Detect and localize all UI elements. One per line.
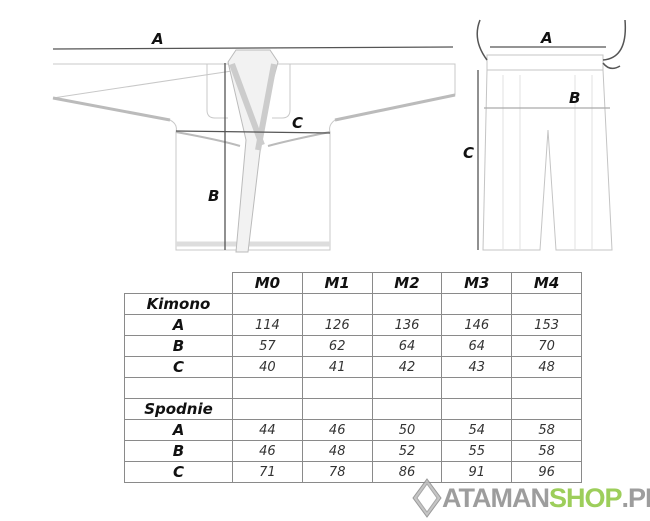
pants-label-c: C [463,144,475,162]
row-label: C [124,461,233,483]
pants-label-b: B [569,89,581,107]
table-cell: 42 [371,356,443,378]
table-cell: 46 [232,440,303,462]
row-label: B [124,335,233,357]
kimono-label-b: B [208,187,220,205]
section-title: Spodnie [124,398,233,420]
pants-label-a: A [541,29,553,47]
pants-measure-lines [477,46,610,250]
section-row: Kimono [124,293,582,315]
table-cell: 48 [511,356,582,378]
table-cell: 40 [232,356,303,378]
row-label: A [124,419,233,441]
table-cell: 146 [441,314,513,336]
section-row: Spodnie [124,398,582,420]
section-title: Kimono [124,293,233,315]
kimono-label-a: A [152,30,164,48]
table-cell: 58 [511,440,582,462]
logo-emblem-icon [412,478,442,518]
col-header: M4 [511,272,582,294]
table-cell: 64 [371,335,443,357]
table-cell: 46 [301,419,373,441]
table-cell: 136 [371,314,443,336]
table-cell: 43 [441,356,513,378]
spacer-row [124,377,582,399]
table-cell: 44 [232,419,303,441]
table-cell: 64 [441,335,513,357]
row-label: A [124,314,233,336]
col-header: M3 [441,272,513,294]
table-cell: 55 [441,440,513,462]
table-cell: 114 [232,314,303,336]
col-header: M2 [371,272,443,294]
table-cell: 50 [371,419,443,441]
table-cell: 41 [301,356,373,378]
table-cell: 71 [232,461,303,483]
table-cell: 62 [301,335,373,357]
table-cell: 48 [301,440,373,462]
table-cell: 52 [371,440,443,462]
pants-drawing [476,19,627,251]
row-label: C [124,356,233,378]
row-label: B [124,440,233,462]
kimono-pants-diagram [52,19,627,253]
table-cell: 70 [511,335,582,357]
kimono-drawing [52,49,456,253]
table-cell: 153 [511,314,582,336]
table-header-row: M0 M1 M2 M3 M4 [124,272,582,294]
kimono-c-line [175,130,331,134]
kimono-label-c: C [292,114,304,132]
col-header: M0 [232,272,303,294]
kimono-a-line [52,46,454,50]
col-header: M1 [301,272,373,294]
kimono-measure-lines [52,46,454,250]
table-cell: 126 [301,314,373,336]
table-cell: 91 [441,461,513,483]
table-cell: 54 [441,419,513,441]
table-cell: 96 [511,461,582,483]
table-cell: 78 [301,461,373,483]
table-cell: 58 [511,419,582,441]
table-cell: 57 [232,335,303,357]
